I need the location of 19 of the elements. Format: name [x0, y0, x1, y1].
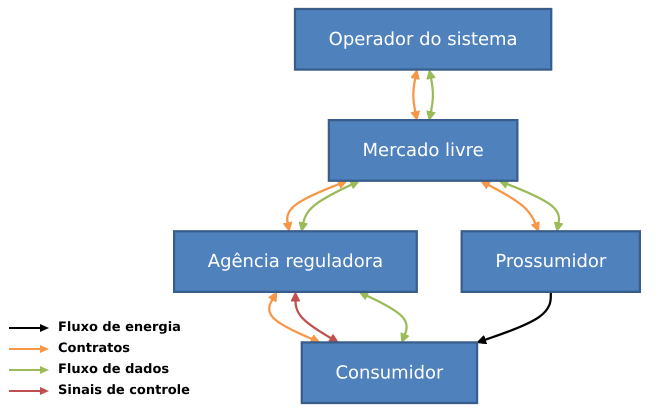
legend-text: Sinais de controle — [58, 383, 190, 398]
legend-text: Fluxo de energia — [58, 320, 181, 335]
arrow — [268, 292, 320, 344]
node-box: Prossumidor — [460, 230, 642, 293]
arrow — [290, 292, 339, 343]
legend-text: Contratos — [58, 341, 130, 356]
arrow — [476, 292, 552, 344]
node-box: Operador do sistema — [294, 8, 552, 71]
legend-text: Fluxo de dados — [58, 362, 170, 377]
arrow — [426, 70, 436, 121]
arrow — [298, 180, 360, 232]
arrow — [282, 180, 348, 232]
node-box: Mercado livre — [328, 119, 518, 182]
node-box: Agência reguladora — [172, 230, 418, 293]
node-box: Consumidor — [300, 341, 478, 404]
arrow — [498, 180, 564, 232]
arrow — [358, 291, 410, 343]
arrow — [410, 70, 420, 121]
arrow — [480, 180, 540, 232]
